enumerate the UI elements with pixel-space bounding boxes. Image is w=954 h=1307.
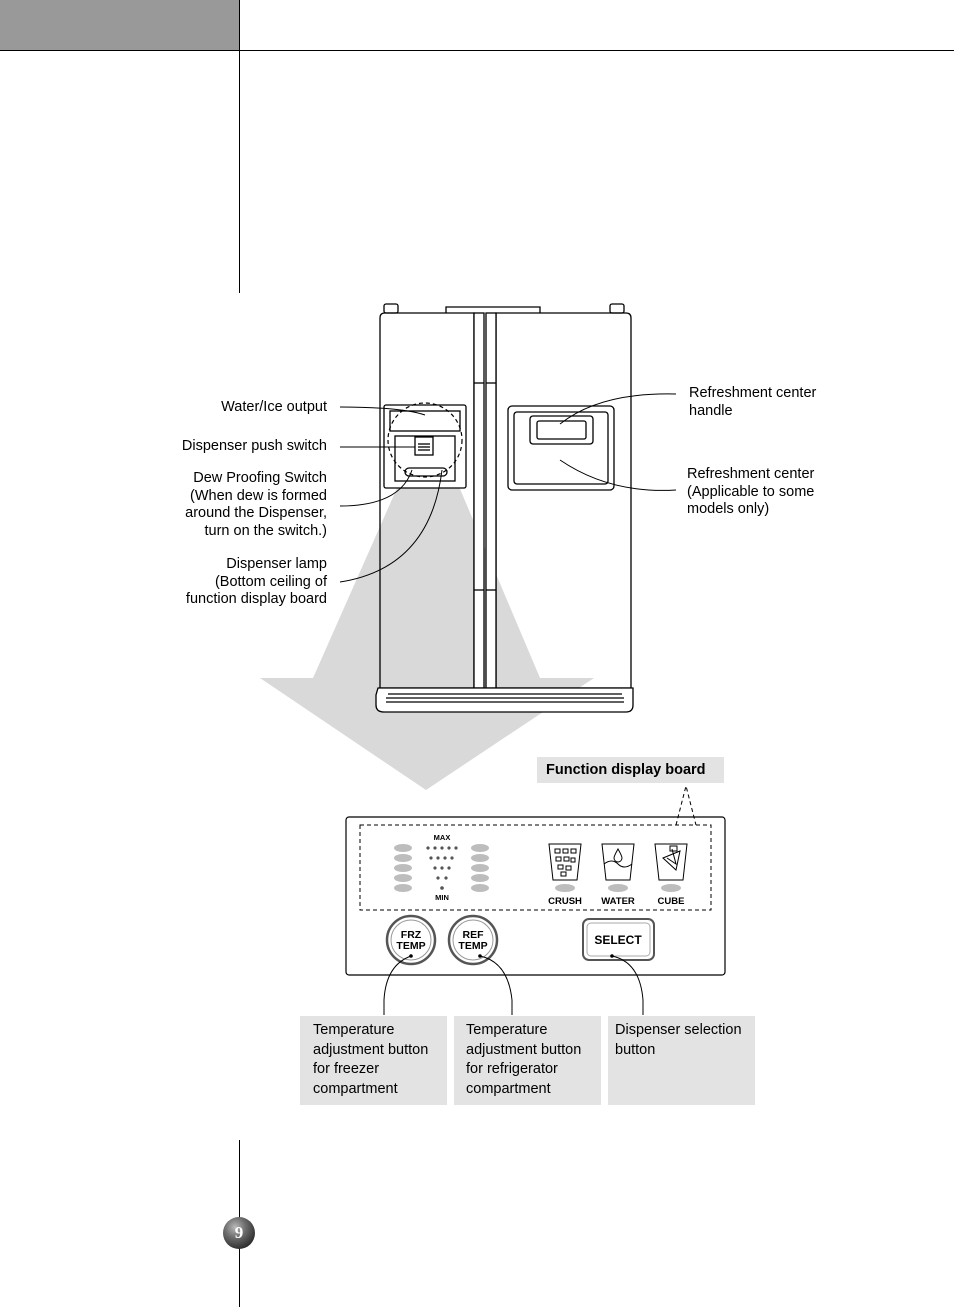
cube-label: CUBE	[658, 896, 685, 907]
ref-temp-button[interactable]: REF TEMP	[447, 914, 499, 966]
caption-line: compartment	[466, 1080, 551, 1097]
caption-line: Temperature	[313, 1022, 395, 1038]
function-board-drawing	[345, 785, 726, 976]
caption-line: for refrigerator	[466, 1061, 558, 1077]
caption-line: Temperature	[466, 1022, 548, 1038]
ref-temp-label-line1: REF	[463, 929, 485, 941]
dispenser-lamp-line: (Bottom ceiling of	[214, 573, 327, 590]
caption-line: for freezer	[313, 1061, 380, 1077]
refreshment-center-line: (Applicable to some	[687, 483, 815, 500]
caption-line: adjustment button	[466, 1041, 582, 1058]
caption-line: adjustment button	[313, 1041, 429, 1058]
refreshment-handle-line: handle	[689, 402, 733, 419]
crush-icon	[548, 843, 582, 881]
frz-temp-button[interactable]: FRZ TEMP	[385, 914, 437, 966]
level-min-label: MIN	[435, 893, 449, 902]
dew-proofing-line: (When dew is formed	[190, 487, 327, 504]
select-button-label: SELECT	[594, 933, 642, 947]
dew-proofing-switch-label: Dew Proofing Switch (When dew is formed …	[185, 470, 327, 540]
dispenser-push-switch-label: Dispenser push switch	[181, 438, 327, 454]
dispenser-lamp-line: Dispenser lamp	[226, 556, 327, 572]
water-label: WATER	[601, 896, 635, 907]
dew-proofing-line: turn on the switch.)	[204, 522, 328, 539]
caption-leaders	[383, 955, 644, 1015]
dispenser-lamp-label: Dispenser lamp (Bottom ceiling of functi…	[186, 556, 327, 609]
refreshment-center-label: Refreshment center (Applicable to some m…	[687, 466, 814, 519]
selection-button-caption: Dispenser selection button	[608, 1016, 755, 1105]
caption-line: compartment	[313, 1080, 398, 1097]
refreshment-center-line: Refreshment center	[687, 466, 815, 482]
crush-label: CRUSH	[548, 896, 582, 907]
select-button[interactable]: SELECT	[582, 918, 655, 961]
freezer-button-caption: Temperature adjustment button for freeze…	[300, 1016, 447, 1105]
cube-indicator	[661, 884, 681, 892]
level-max-label: MAX	[434, 833, 451, 842]
crush-indicator	[555, 884, 575, 892]
refrigerator-button-caption: Temperature adjustment button for refrig…	[454, 1016, 601, 1105]
cube-icon	[654, 843, 688, 881]
dispenser-lamp-line: function display board	[185, 591, 327, 607]
refreshment-center-line: models only)	[687, 501, 770, 517]
refreshment-center-handle-label: Refreshment center handle	[689, 385, 816, 420]
refrigerator-drawing	[375, 303, 634, 713]
temperature-dot-scale	[426, 846, 458, 890]
function-display-board-title: Function display board	[537, 757, 724, 783]
dispenser-highlight-circle	[387, 402, 463, 478]
water-icon	[601, 843, 635, 881]
frz-temp-label-line1: FRZ	[401, 929, 422, 941]
freezer-level-indicators	[394, 844, 412, 892]
water-ice-output-label: Water/Ice output	[221, 399, 327, 415]
refrigerator-level-indicators	[471, 844, 489, 892]
dew-proofing-line: around the Dispenser,	[185, 505, 327, 521]
header-rule	[0, 50, 954, 51]
dew-proofing-line: Dew Proofing Switch	[193, 470, 327, 486]
ref-temp-label-line2: TEMP	[458, 940, 487, 952]
water-indicator	[608, 884, 628, 892]
header-block	[0, 0, 239, 50]
refreshment-handle-line: Refreshment center	[689, 385, 817, 401]
caption-line: button	[615, 1041, 656, 1058]
caption-line: Dispenser selection	[615, 1022, 742, 1038]
frz-temp-label-line2: TEMP	[396, 940, 425, 952]
margin-rule-top	[239, 0, 240, 293]
callout-leaders	[339, 393, 677, 583]
page-number-badge: 9	[223, 1217, 255, 1249]
